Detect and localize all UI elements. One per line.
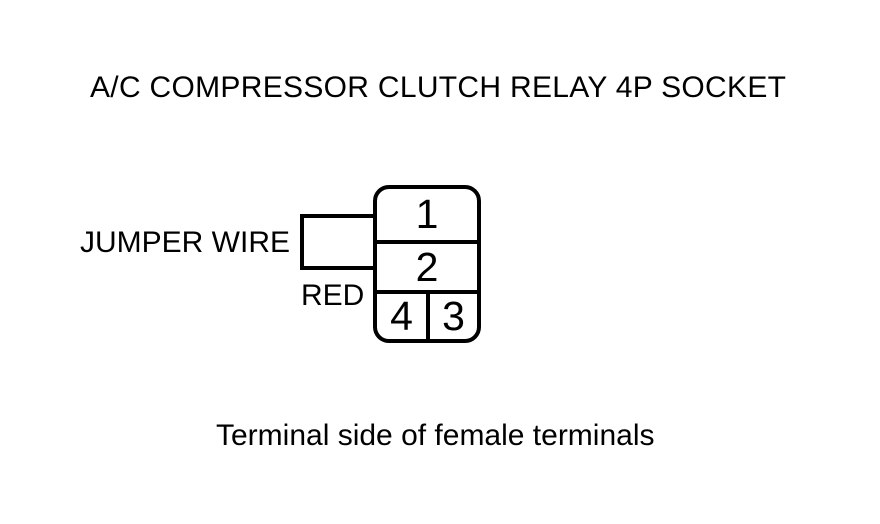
wire-color-label: RED <box>301 279 365 312</box>
jumper-wire-label: JUMPER WIRE <box>80 226 290 259</box>
diagram-title: A/C COMPRESSOR CLUTCH RELAY 4P SOCKET <box>90 71 787 104</box>
terminal-3-cell: 3 <box>430 294 477 339</box>
terminal-1-label: 1 <box>415 191 439 237</box>
jumper-wire-connector-shape <box>300 214 377 270</box>
terminal-1-cell: 1 <box>377 189 477 240</box>
terminal-4-cell: 4 <box>377 294 430 339</box>
terminal-4-label: 4 <box>390 293 413 339</box>
terminal-2-cell: 2 <box>377 240 477 290</box>
terminal-3-label: 3 <box>442 293 465 339</box>
relay-4p-socket-outline: 1 2 4 3 <box>373 185 481 343</box>
diagram-caption: Terminal side of female terminals <box>216 419 655 452</box>
socket-bottom-row: 4 3 <box>377 290 477 339</box>
terminal-2-label: 2 <box>415 243 439 290</box>
